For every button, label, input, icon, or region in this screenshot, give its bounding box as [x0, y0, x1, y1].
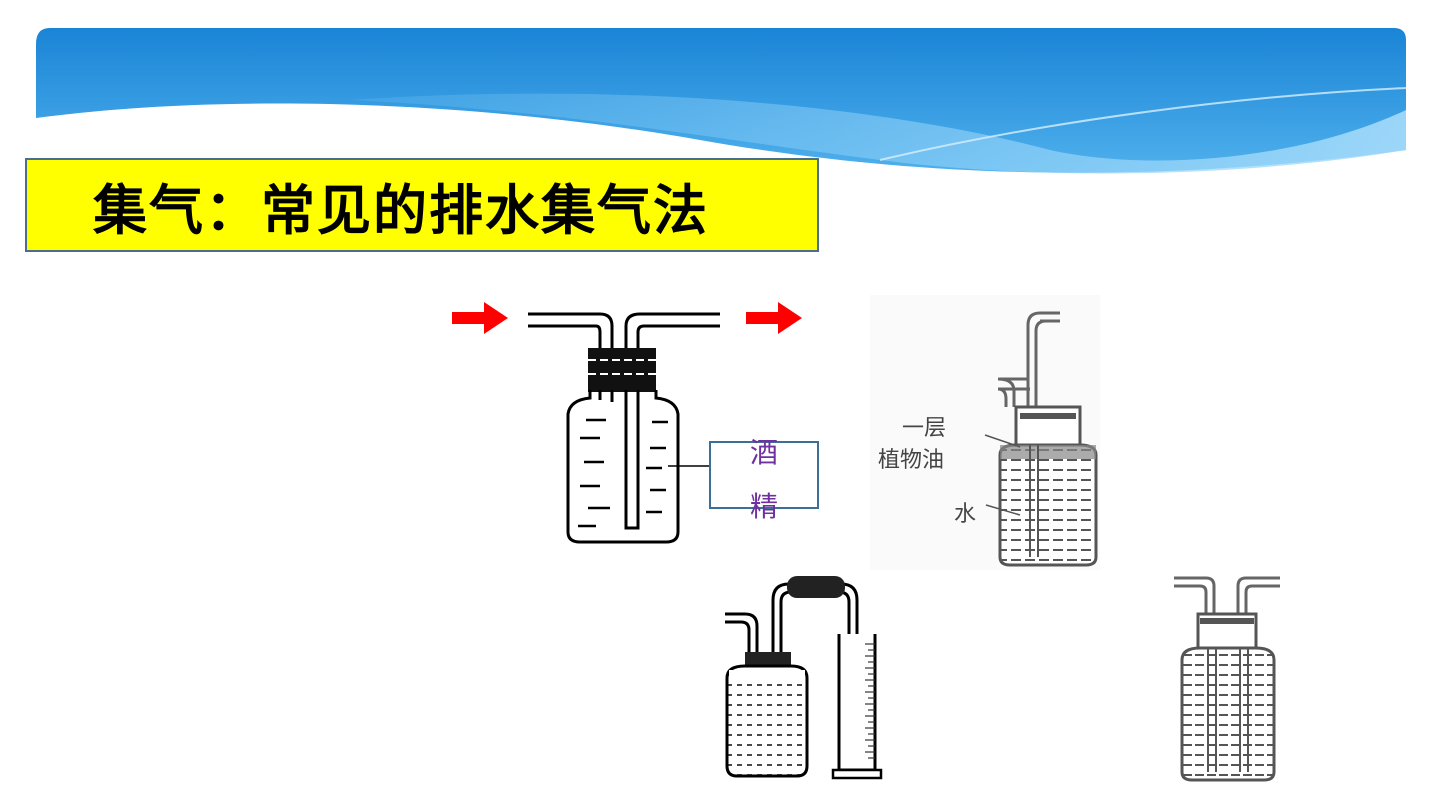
slide-title: 集气：常见的排水集气法 [93, 178, 709, 242]
slide-title-box: 集气：常见的排水集气法 [25, 158, 819, 252]
graduated-cylinder [831, 634, 883, 780]
bottle-cylinder-figure [725, 576, 883, 780]
bottle-body [566, 390, 680, 544]
oil-label-line-2: 植物油 [878, 448, 944, 473]
oil-label-line-1: 一层 [902, 416, 946, 441]
liquid-label-line-2: 精 [750, 490, 778, 523]
header-wave-banner [36, 28, 1407, 174]
liquid-level-marks [578, 418, 668, 528]
inlet-arrow-icon [452, 302, 508, 334]
bottle-stopper [588, 348, 656, 392]
outlet-arrow-icon [746, 302, 802, 334]
label-box [709, 441, 819, 509]
liquid-label-line-1: 酒 [750, 436, 778, 469]
gas-bottle-figure-4 [1174, 576, 1280, 782]
inlet-tube [528, 312, 614, 350]
water-label: 水 [954, 502, 976, 527]
outlet-tube [624, 312, 720, 350]
gas-bottle-figure-2: 一层 植物油 水 [870, 295, 1100, 570]
gas-bottle-figure-1: 酒 精 [452, 302, 819, 544]
